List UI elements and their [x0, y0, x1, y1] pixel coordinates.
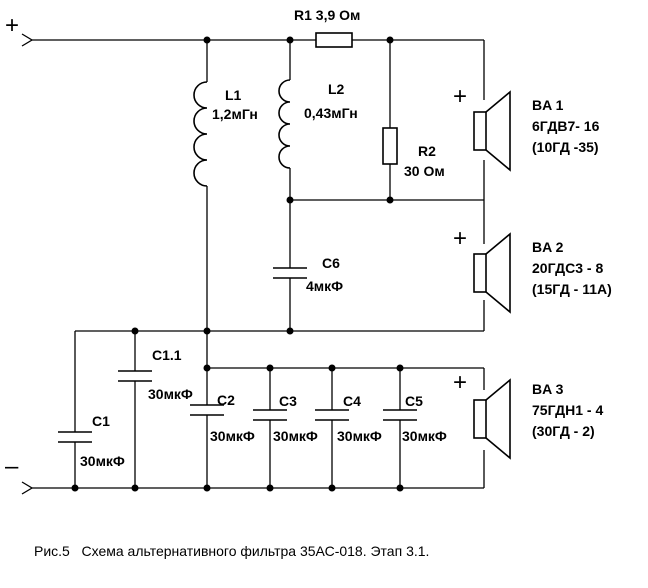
- c2-ref: C2: [217, 392, 235, 408]
- l1-ref: L1: [225, 87, 242, 103]
- ba2-ref: BA 2: [532, 239, 564, 255]
- c3-value: 30мкФ: [273, 428, 318, 444]
- speaker-ba1: [473, 90, 511, 172]
- positive-terminal-arrow: [21, 33, 34, 47]
- capacitor-c1-1: [118, 370, 152, 382]
- ba3-alt: (30ГД - 2): [532, 423, 595, 439]
- ba2-alt: (15ГД - 11А): [532, 281, 612, 297]
- capacitor-c4: [315, 409, 349, 421]
- c1-1-ref: C1.1: [152, 347, 182, 363]
- c3-ref: C3: [279, 393, 297, 409]
- speaker-ba2: [473, 232, 511, 314]
- capacitor-c6: [273, 267, 307, 331]
- ba3-polarity: +: [453, 369, 467, 396]
- mid-rail: [290, 160, 485, 244]
- negative-rail: [32, 450, 485, 492]
- return-rail: [74, 300, 485, 488]
- ba2-model: 20ГДС3 - 8: [532, 260, 603, 276]
- ba1-ref: BA 1: [532, 97, 564, 113]
- c4-ref: C4: [343, 393, 361, 409]
- l2-ref: L2: [328, 81, 345, 97]
- positive-terminal-sign: +: [5, 12, 19, 39]
- ba1-alt: (10ГД -35): [532, 139, 599, 155]
- ba2-polarity: +: [453, 225, 467, 252]
- capacitor-c3: [253, 409, 287, 421]
- inductor-l1: [193, 40, 211, 372]
- c5-value: 30мкФ: [402, 428, 447, 444]
- figure-caption: Рис.5 Схема альтернативного фильтра 35АС…: [34, 543, 429, 559]
- r2-value: 30 Ом: [404, 163, 445, 179]
- top-rail: [32, 36, 485, 100]
- l2-value: 0,43мГн: [304, 105, 358, 121]
- ba1-polarity: +: [453, 83, 467, 110]
- c1-ref: C1: [92, 413, 110, 429]
- ba1-model: 6ГДВ7- 16: [532, 118, 600, 134]
- capacitor-c2: [190, 404, 224, 416]
- r2-ref: R2: [418, 143, 436, 159]
- c2-value: 30мкФ: [210, 428, 255, 444]
- c1-value: 30мкФ: [80, 453, 125, 469]
- negative-terminal-sign: –: [5, 453, 19, 480]
- speaker-ba3: [473, 378, 511, 460]
- negative-terminal-arrow: [21, 481, 34, 495]
- c4-value: 30мкФ: [337, 428, 382, 444]
- ba3-ref: BA 3: [532, 381, 564, 397]
- c6-value: 4мкФ: [306, 278, 343, 294]
- bass-rail: [206, 364, 485, 488]
- resistor-r1: [315, 32, 353, 48]
- capacitor-c1: [58, 431, 92, 443]
- c5-ref: C5: [405, 393, 423, 409]
- resistor-r2: [382, 127, 398, 165]
- c1-1-value: 30мкФ: [148, 386, 193, 402]
- capacitor-c5: [383, 409, 417, 421]
- l1-value: 1,2мГн: [212, 106, 258, 122]
- inductor-l2: [278, 40, 294, 268]
- c6-ref: C6: [322, 255, 340, 271]
- r1-label: R1 3,9 Ом: [294, 7, 360, 23]
- ba3-model: 75ГДН1 - 4: [532, 402, 603, 418]
